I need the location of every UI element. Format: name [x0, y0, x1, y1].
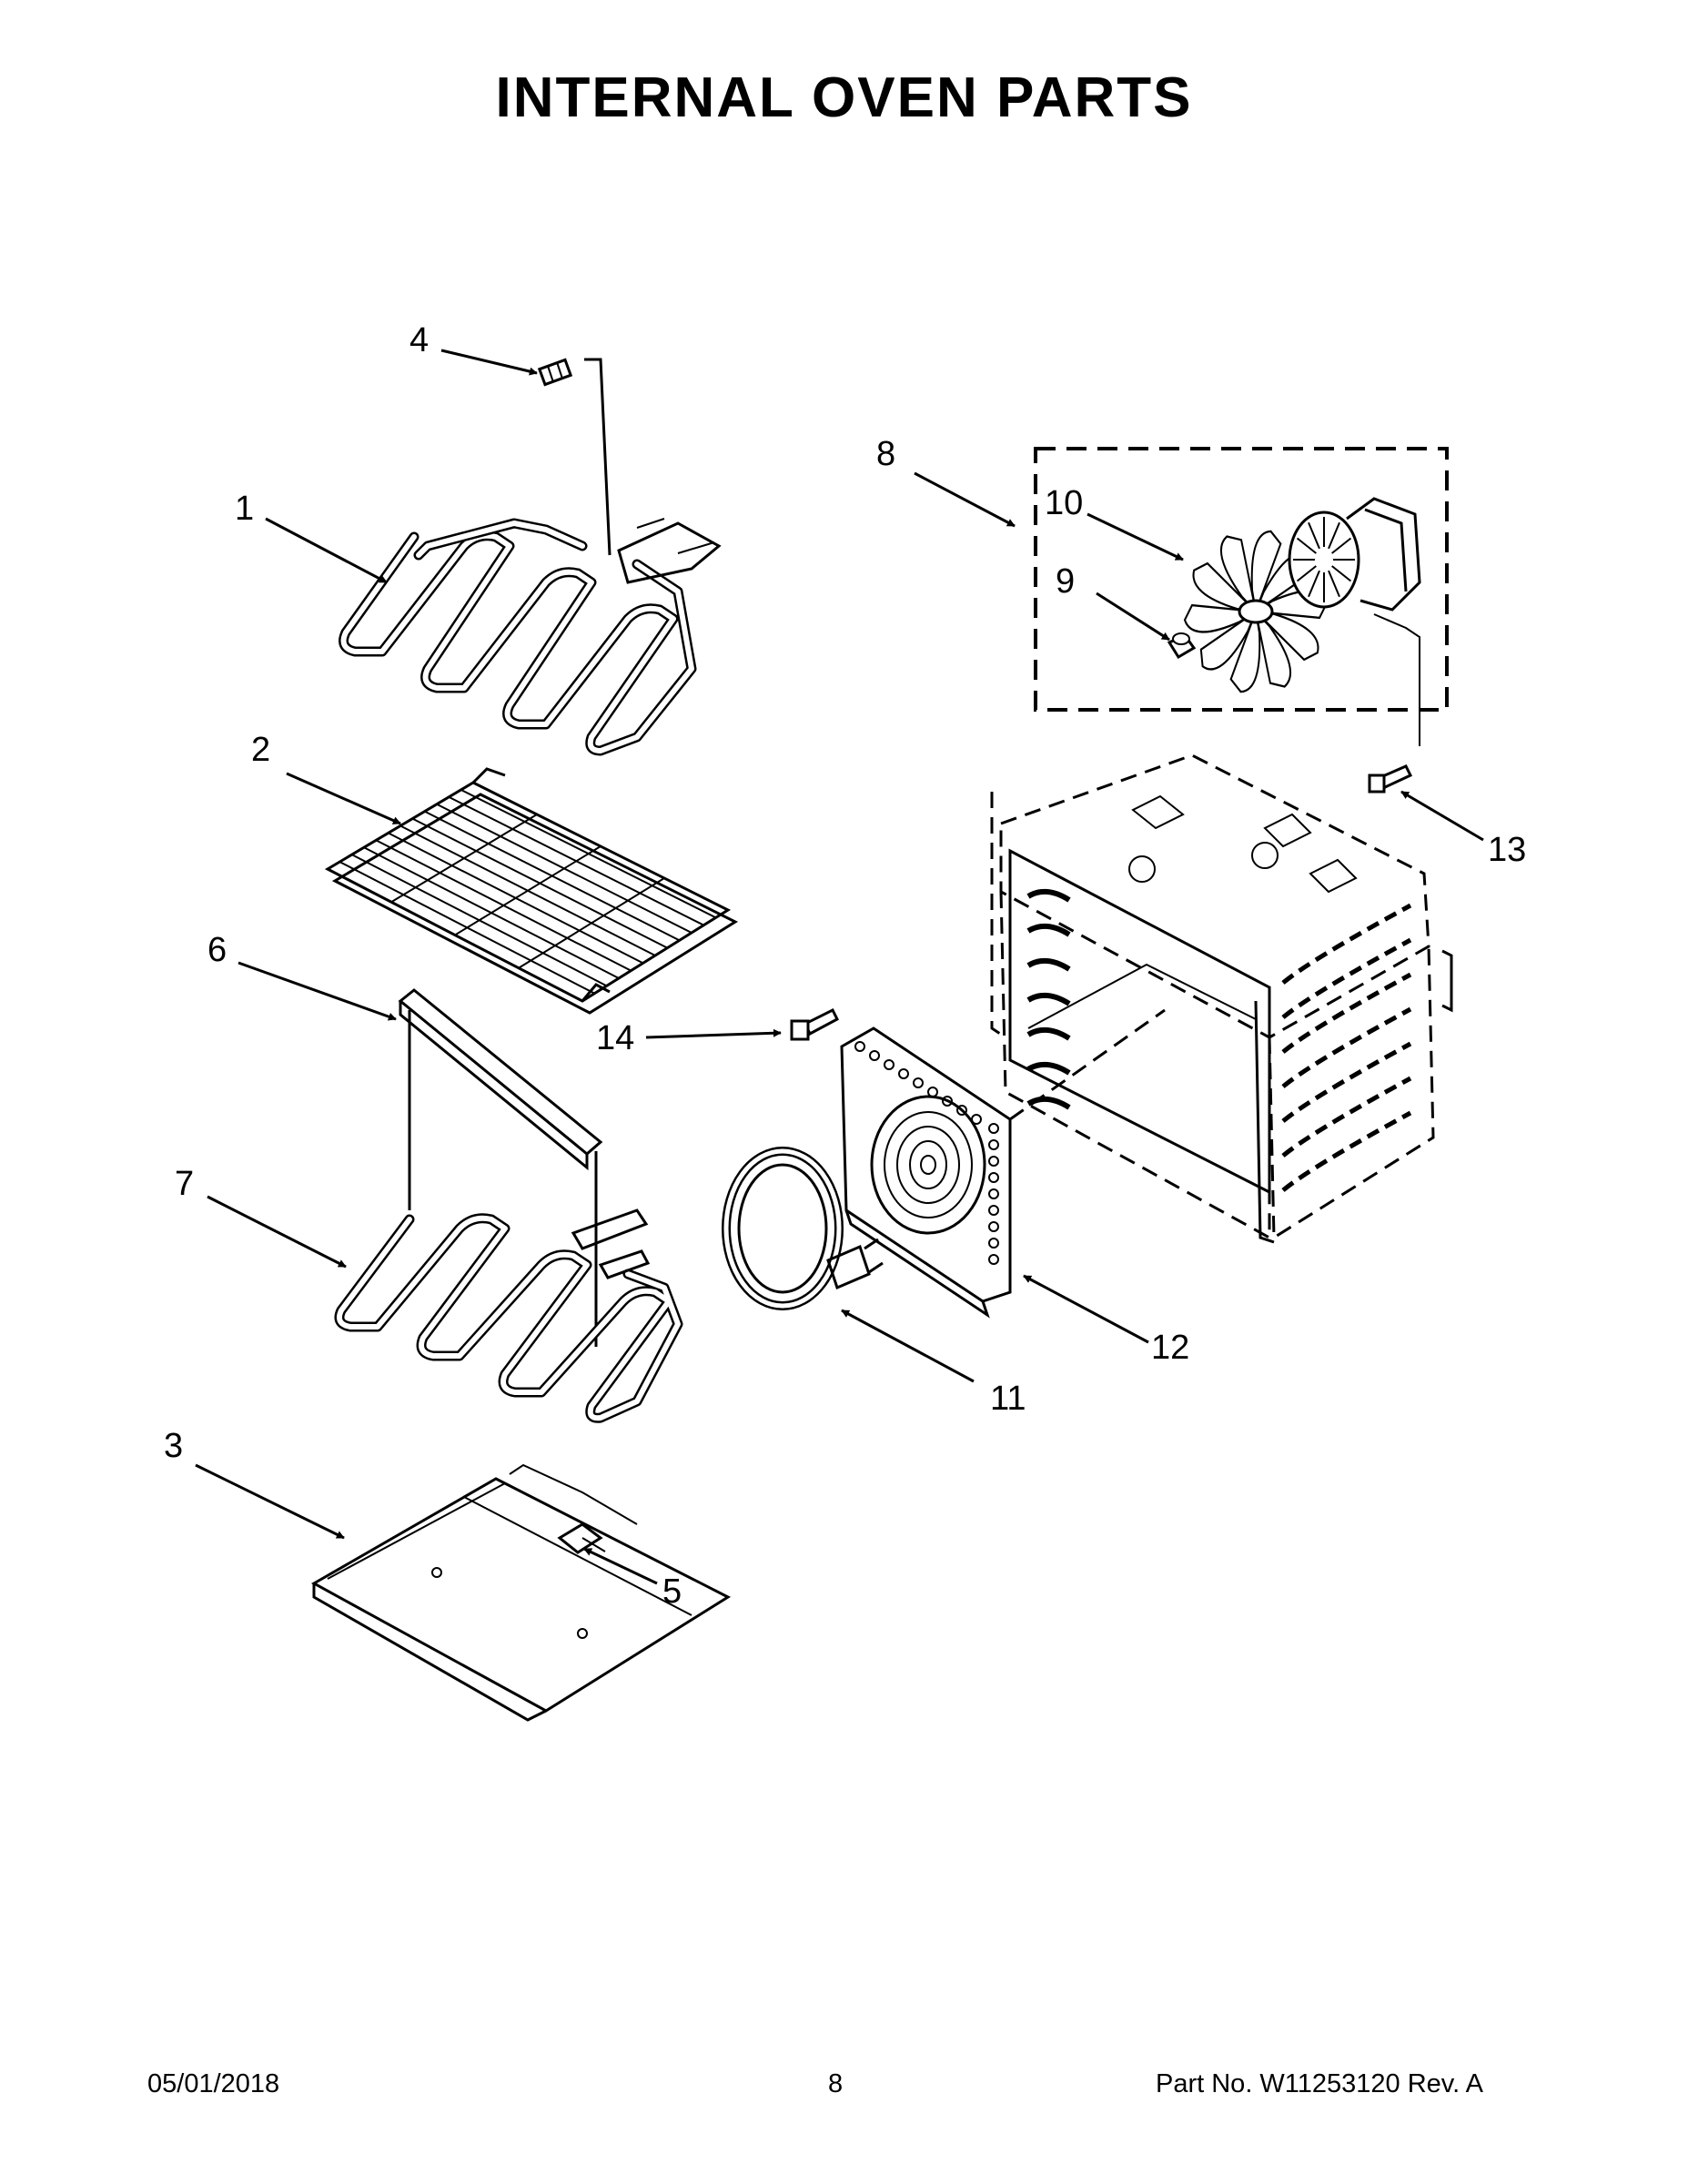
callout-3: 3 [164, 1427, 184, 1465]
leader-10 [1087, 512, 1184, 561]
page-title: INTERNAL OVEN PARTS [495, 66, 1193, 129]
leader-9 [1096, 592, 1170, 642]
leader-3 [195, 1463, 345, 1540]
leader-7 [207, 1195, 347, 1269]
callout-6: 6 [207, 931, 227, 969]
leader-8 [914, 471, 1016, 528]
fan-nut-part [1167, 632, 1197, 660]
callout-14: 14 [596, 1019, 635, 1057]
callout-7: 7 [175, 1165, 195, 1203]
oven-cavity-part [990, 753, 1453, 1244]
convection-motor-kit-box [1034, 447, 1449, 712]
convection-element-part [722, 1147, 884, 1310]
convection-motor-part [1288, 497, 1421, 746]
assembly-line [1009, 1008, 1166, 1121]
leader-6 [238, 961, 397, 1021]
callout-10: 10 [1045, 484, 1084, 522]
callout-12: 12 [1151, 1329, 1190, 1367]
leader-1 [265, 517, 388, 584]
screw-13-part [1368, 764, 1413, 794]
callout-13: 13 [1488, 831, 1527, 869]
element-bracket-part [398, 988, 603, 1347]
leader-13 [1400, 790, 1484, 842]
callout-8: 8 [876, 435, 896, 473]
leader-2 [286, 772, 401, 825]
rear-fan-cover-part [840, 1026, 1012, 1319]
leader-arrows [195, 349, 1484, 1585]
fan-blade-part [1183, 530, 1329, 693]
leader-14 [645, 1028, 782, 1039]
leader-5 [583, 1547, 658, 1585]
callout-11: 11 [990, 1380, 1026, 1418]
callout-9: 9 [1056, 562, 1076, 601]
leader-4 [440, 349, 538, 376]
callout-2: 2 [251, 731, 271, 769]
oven-rack-part [324, 767, 739, 1015]
bake-element-part [334, 1208, 683, 1423]
footer-date: 05/01/2018 [147, 2069, 280, 2098]
callout-4: 4 [409, 321, 430, 359]
footer-part-number: Part No. W11253120 Rev. A [1156, 2069, 1484, 2098]
callout-5: 5 [662, 1572, 682, 1611]
broil-element-part [339, 358, 722, 756]
bottom-panel-part [310, 1463, 732, 1722]
callout-1: 1 [235, 490, 255, 528]
footer-page-number: 8 [828, 2069, 844, 2098]
screw-14-part [790, 1007, 839, 1041]
leader-12 [1023, 1274, 1149, 1344]
leader-11 [841, 1309, 975, 1383]
